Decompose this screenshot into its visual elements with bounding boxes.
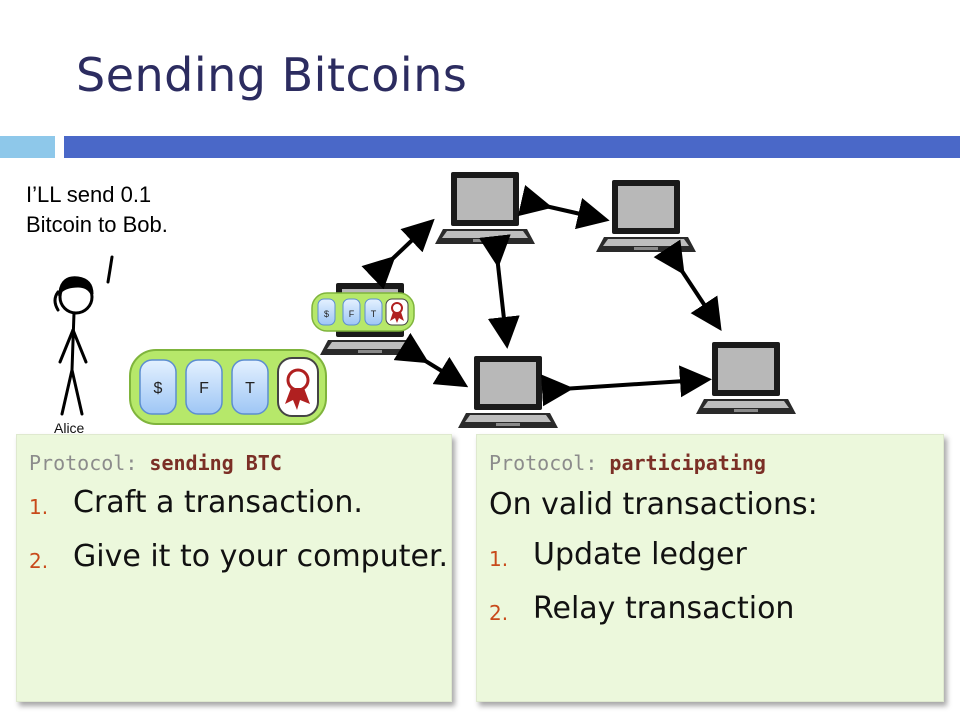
speech-bubble-text: I’LL send 0.1 Bitcoin to Bob. xyxy=(26,180,168,240)
arrow-top-bottom xyxy=(478,234,520,349)
alice-figure xyxy=(53,276,94,416)
arrow-topright-right xyxy=(653,239,722,332)
speech-line-1: I’LL send 0.1 xyxy=(26,182,152,207)
small-token-f: F xyxy=(349,309,355,319)
participating-steps-list: 1.Update ledger 2.Relay transaction xyxy=(477,535,943,629)
alice-label: Alice xyxy=(54,420,85,436)
protocol-participating-header: Protocol: participating xyxy=(489,451,766,475)
list-item: 2.Relay transaction xyxy=(489,591,795,626)
protocol-sending-panel: Protocol: sending BTC 1.Craft a transact… xyxy=(16,434,452,702)
participating-heading: On valid transactions: xyxy=(489,487,818,522)
slide-title: Sending Bitcoins xyxy=(76,48,468,102)
laptop-node-top-right xyxy=(596,180,696,252)
arrow-top-topright xyxy=(517,184,610,230)
laptop-node-right xyxy=(696,342,796,414)
speech-pointer xyxy=(106,255,114,284)
sending-steps-list: 1.Craft a transaction. 2.Give it to your… xyxy=(17,483,451,577)
arrow-left-bottom xyxy=(393,332,469,388)
small-token-t: T xyxy=(371,309,377,319)
title-accent-bar-light xyxy=(0,136,55,158)
list-item: 2.Give it to your computer. xyxy=(29,539,449,574)
large-token-dollar: $ xyxy=(154,380,163,397)
arrow-bottom-right xyxy=(541,365,712,407)
transaction-token-large: $ F T xyxy=(129,349,327,425)
title-accent-bar-dark xyxy=(64,136,960,158)
network-diagram: $ F T $ F T xyxy=(53,172,796,428)
list-item: 1.Craft a transaction. xyxy=(29,485,363,520)
laptop-node-bottom xyxy=(458,356,558,428)
arrow-left-top xyxy=(361,218,435,290)
list-item: 1.Update ledger xyxy=(489,537,747,572)
large-token-t: T xyxy=(245,380,255,397)
protocol-participating-panel: Protocol: participating On valid transac… xyxy=(476,434,944,702)
protocol-participating-name: participating xyxy=(609,451,766,475)
laptop-node-top xyxy=(435,172,535,244)
large-token-f: F xyxy=(199,380,209,397)
protocol-sending-header: Protocol: sending BTC xyxy=(29,451,282,475)
protocol-sending-name: sending BTC xyxy=(149,451,282,475)
small-token-dollar: $ xyxy=(324,309,329,319)
speech-line-2: Bitcoin to Bob. xyxy=(26,212,168,237)
transaction-token-small: $ F T xyxy=(311,292,415,332)
